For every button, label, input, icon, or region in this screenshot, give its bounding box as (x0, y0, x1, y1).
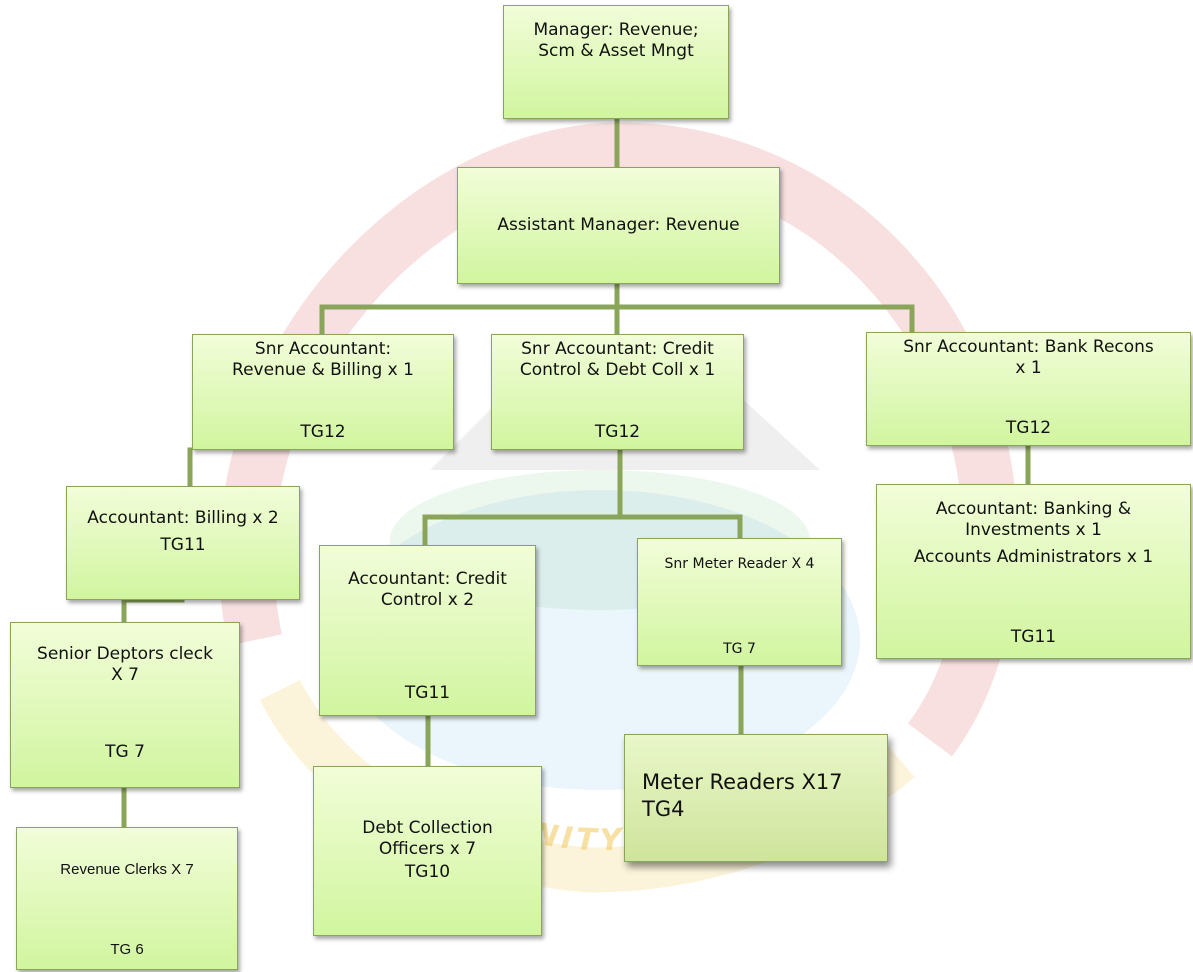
node-grade: TG12 (1005, 418, 1052, 438)
node-grade: TG10 (404, 862, 451, 882)
node-accountant-credit-control: Accountant: Credit Control x 2 TG11 (319, 545, 536, 716)
node-meter-readers: Meter Readers X17 TG4 (624, 734, 888, 862)
node-grade: TG12 (300, 422, 346, 442)
node-title: Senior Deptors cleck X 7 (37, 644, 213, 685)
node-title: Revenue Clerks X 7 (60, 861, 194, 878)
node-title: Accountant: Banking & Investments x 1 (935, 499, 1132, 540)
node-senior-debtors-clerk: Senior Deptors cleck X 7 TG 7 (10, 622, 240, 788)
node-grade: TG 6 (110, 941, 144, 958)
node-accountant-billing: Accountant: Billing x 2 TG11 (66, 486, 300, 600)
node-title: Snr Meter Reader X 4 (664, 556, 815, 572)
node-title: Snr Accountant: Credit Control & Debt Co… (519, 339, 716, 380)
node-grade: TG 7 (105, 742, 145, 762)
node-title: Manager: Revenue; Scm & Asset Mngt (533, 20, 699, 61)
node-assistant-manager-revenue: Assistant Manager: Revenue (457, 167, 780, 284)
node-subtitle: Accounts Administrators x 1 (913, 547, 1154, 567)
node-grade: TG 7 (723, 641, 756, 657)
node-grade: TG11 (160, 535, 206, 555)
node-snr-accountant-bank-recons: Snr Accountant: Bank Recons x 1 TG12 (866, 332, 1191, 446)
node-snr-meter-reader: Snr Meter Reader X 4 TG 7 (637, 538, 842, 666)
node-title: Debt Collection Officers x 7 (362, 818, 493, 859)
node-title: Snr Accountant: Bank Recons x 1 (903, 337, 1154, 378)
node-debt-collection-officers: Debt Collection Officers x 7 TG10 (313, 766, 542, 936)
node-snr-accountant-credit-control: Snr Accountant: Credit Control & Debt Co… (491, 334, 744, 450)
node-accountant-banking-investments: Accountant: Banking & Investments x 1 Ac… (876, 484, 1191, 659)
node-title: Accountant: Credit Control x 2 (348, 569, 507, 610)
node-snr-accountant-revenue-billing: Snr Accountant: Revenue & Billing x 1 TG… (192, 334, 454, 450)
node-grade: TG12 (594, 422, 641, 442)
node-title: Assistant Manager: Revenue (497, 215, 740, 235)
node-title: Accountant: Billing x 2 (87, 508, 279, 528)
node-manager-revenue: Manager: Revenue; Scm & Asset Mngt (503, 5, 729, 119)
node-grade: TG11 (1010, 627, 1057, 647)
node-revenue-clerks: Revenue Clerks X 7 TG 6 (16, 827, 238, 970)
node-grade: TG4 (642, 797, 685, 821)
node-title: Meter Readers X17 (642, 770, 843, 794)
node-title: Snr Accountant: Revenue & Billing x 1 (232, 339, 414, 380)
node-grade: TG11 (404, 683, 451, 703)
